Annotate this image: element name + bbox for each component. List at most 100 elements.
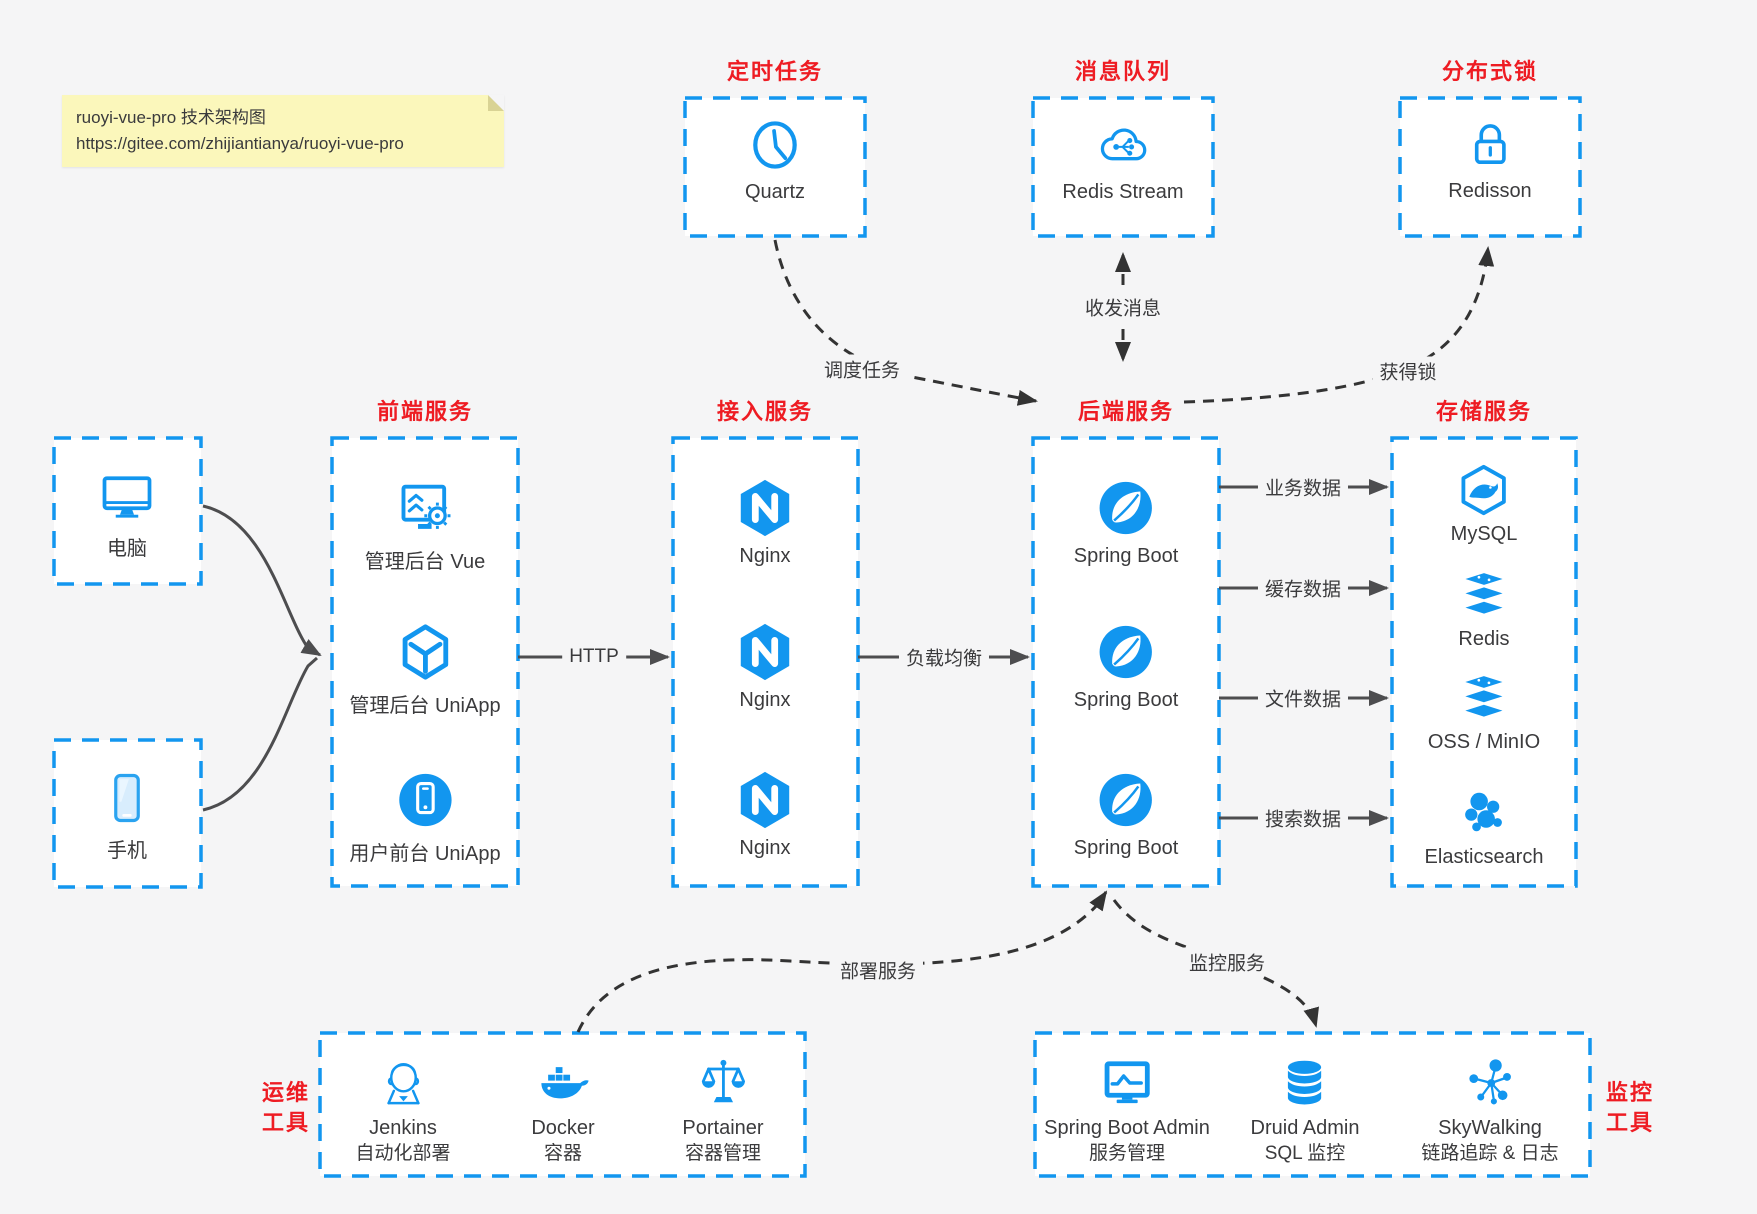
- node-label: Redis Stream: [1062, 181, 1184, 203]
- spring-boot-icon: [1095, 621, 1157, 683]
- edge-label-search-data: 搜索数据: [1257, 803, 1349, 833]
- edge-label-message: 收发消息: [1077, 292, 1169, 322]
- node-springboot-3: Spring Boot: [1073, 769, 1179, 860]
- edge-monitor-service: [1112, 899, 1319, 1028]
- title-devops-tools: 运维 工具: [261, 1080, 311, 1135]
- note-url: https://gitee.com/zhijiantianya/ruoyi-vu…: [76, 134, 404, 153]
- topology-icon: [1462, 1055, 1518, 1111]
- node-jenkins: Jenkins 自动化部署: [355, 1055, 451, 1166]
- node-label: Redis: [1458, 628, 1510, 650]
- box-devops: [318, 1031, 807, 1178]
- node-nginx-1: Nginx: [734, 477, 796, 568]
- node-label: 手机: [107, 840, 147, 862]
- tool-name: Spring Boot Admin: [1044, 1117, 1210, 1139]
- node-label: 管理后台 UniApp: [349, 695, 501, 717]
- tool-desc: 自动化部署: [355, 1143, 451, 1164]
- elasticsearch-icon: [1456, 784, 1512, 840]
- spring-boot-icon: [1095, 769, 1157, 831]
- title-backend-services: 后端服务: [1077, 399, 1175, 424]
- title-storage-services: 存储服务: [1435, 399, 1533, 424]
- tool-desc: 链路追踪 & 日志: [1421, 1143, 1559, 1164]
- nginx-icon: [734, 769, 796, 831]
- node-nginx-2: Nginx: [734, 621, 796, 712]
- uniapp-cube-icon: [394, 621, 456, 683]
- lock-icon: [1461, 116, 1519, 174]
- edge-phone-frontend: [202, 656, 318, 812]
- box-redisson: [1398, 96, 1582, 238]
- tool-name: Portainer: [682, 1117, 764, 1139]
- tool-desc: 容器: [543, 1143, 583, 1164]
- database-icon: [1277, 1055, 1333, 1111]
- edge-label-business-data: 业务数据: [1257, 472, 1349, 502]
- redis-stack-icon: [1457, 568, 1511, 622]
- node-label: Spring Boot: [1073, 689, 1179, 711]
- jenkins-icon: [375, 1055, 431, 1111]
- node-nginx-3: Nginx: [734, 769, 796, 860]
- docker-icon: [536, 1057, 590, 1111]
- nginx-icon: [734, 621, 796, 683]
- title-message-queue: 消息队列: [1074, 59, 1172, 84]
- node-portainer: Portainer 容器管理: [682, 1055, 764, 1166]
- note-title: ruoyi-vue-pro 技术架构图: [76, 108, 266, 127]
- tool-desc: 容器管理: [684, 1143, 761, 1164]
- box-monitoring: [1033, 1031, 1592, 1178]
- mysql-icon: [1457, 463, 1511, 517]
- box-redis-stream: [1031, 96, 1215, 238]
- node-label: 电脑: [107, 538, 147, 560]
- node-druid-admin: Druid Admin SQL 监控: [1250, 1055, 1360, 1166]
- desktop-icon: [97, 466, 157, 526]
- clock-icon: [745, 115, 805, 175]
- node-springboot-1: Spring Boot: [1074, 477, 1178, 568]
- edge-label-deploy: 部署服务: [832, 955, 924, 985]
- node-quartz: Quartz: [745, 115, 805, 204]
- redis-stack-icon: [1457, 671, 1511, 725]
- node-label: Nginx: [739, 837, 791, 859]
- node-springboot-2: Spring Boot: [1073, 621, 1179, 712]
- node-redisson: Redisson: [1448, 116, 1532, 203]
- node-phone: 手机: [97, 768, 157, 863]
- edge-label-file-data: 文件数据: [1257, 683, 1349, 713]
- tool-name: Jenkins: [369, 1117, 437, 1139]
- sticky-note: ruoyi-vue-pro 技术架构图 https://gitee.com/zh…: [62, 95, 504, 167]
- node-label: Spring Boot: [1073, 837, 1179, 859]
- node-spring-boot-admin: Spring Boot Admin 服务管理: [1044, 1055, 1210, 1166]
- node-admin-uniapp: 管理后台 UniApp: [349, 621, 501, 718]
- spring-boot-icon: [1095, 477, 1157, 539]
- monitor-chart-icon: [1099, 1055, 1155, 1111]
- node-skywalking: SkyWalking 链路追踪 & 日志: [1421, 1055, 1559, 1166]
- node-elasticsearch: Elasticsearch: [1424, 784, 1544, 869]
- node-label: Nginx: [739, 545, 791, 567]
- edge-computer-frontend: [202, 504, 322, 657]
- node-admin-vue: 管理后台 Vue: [365, 477, 485, 574]
- node-label: Nginx: [739, 689, 791, 711]
- mobile-icon: [97, 768, 157, 828]
- node-label: Quartz: [744, 181, 806, 203]
- edge-label-cache-data: 缓存数据: [1257, 573, 1349, 603]
- node-label: Redisson: [1448, 180, 1532, 202]
- title-scheduled-task: 定时任务: [726, 59, 824, 84]
- edge-get-lock: [1183, 246, 1495, 404]
- title-distributed-lock: 分布式锁: [1441, 59, 1539, 84]
- tool-name: Druid Admin: [1250, 1117, 1360, 1139]
- node-label: Elasticsearch: [1424, 846, 1544, 868]
- edge-label-load-balance: 负载均衡: [898, 642, 990, 672]
- title-frontend-services: 前端服务: [376, 399, 474, 424]
- edge-label-lock: 获得锁: [1372, 356, 1444, 386]
- tool-name: Docker: [531, 1117, 595, 1139]
- node-user-uniapp: 用户前台 UniApp: [349, 769, 501, 866]
- node-docker: Docker 容器: [531, 1057, 595, 1166]
- tool-desc: 服务管理: [1088, 1143, 1165, 1164]
- edge-deploy-service: [576, 890, 1108, 1033]
- edge-label-monitor: 监控服务: [1181, 947, 1273, 977]
- title-gateway-services: 接入服务: [716, 399, 814, 424]
- tool-desc: SQL 监控: [1264, 1143, 1346, 1164]
- node-label: 用户前台 UniApp: [349, 843, 501, 865]
- portainer-scales-icon: [695, 1055, 751, 1111]
- tool-name: SkyWalking: [1438, 1117, 1542, 1139]
- cloud-message-icon: [1094, 117, 1152, 175]
- node-label: MySQL: [1450, 523, 1518, 545]
- user-app-icon: [394, 769, 456, 831]
- admin-vue-icon: [394, 477, 456, 539]
- edge-label-http: HTTP: [562, 645, 626, 669]
